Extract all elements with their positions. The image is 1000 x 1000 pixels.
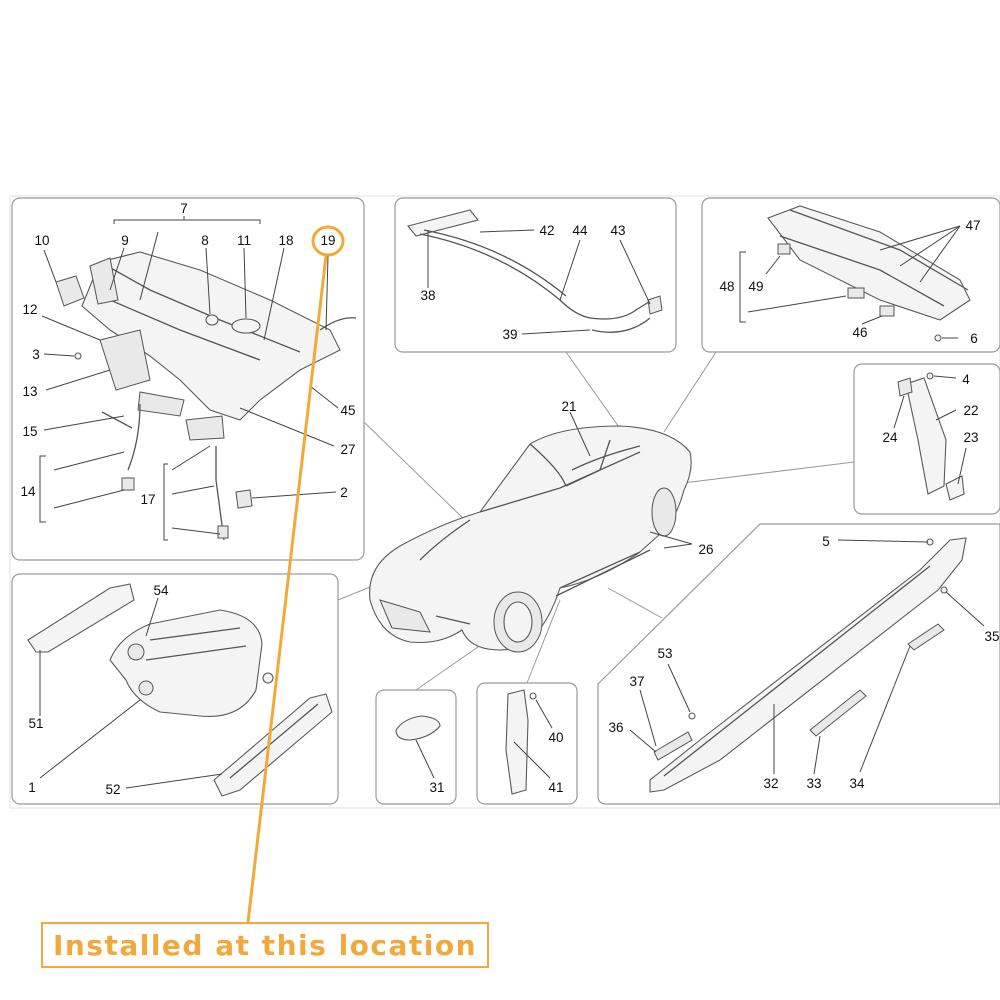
label-13: 13 xyxy=(22,384,37,399)
car-illustration xyxy=(369,425,692,653)
label-32: 32 xyxy=(763,776,778,791)
label-46: 46 xyxy=(852,325,867,340)
highlight-callout xyxy=(246,225,345,923)
label-33: 33 xyxy=(806,776,821,791)
label-44: 44 xyxy=(572,223,588,238)
label-14: 14 xyxy=(20,484,36,499)
panel-roof-seal xyxy=(394,197,677,353)
label-27: 27 xyxy=(340,442,355,457)
label-53: 53 xyxy=(657,646,672,661)
badge-parts xyxy=(395,715,441,741)
highlight-circle xyxy=(311,225,345,257)
label-36: 36 xyxy=(608,720,623,735)
label-1: 1 xyxy=(28,780,36,795)
label-39: 39 xyxy=(502,327,517,342)
label-41: 41 xyxy=(548,780,563,795)
roof-seal-parts xyxy=(407,209,663,333)
label-26: 26 xyxy=(698,542,713,557)
label-37: 37 xyxy=(629,674,644,689)
rear-spoiler-parts xyxy=(767,205,971,342)
label-18: 18 xyxy=(278,233,293,248)
label-31: 31 xyxy=(429,780,444,795)
label-9: 9 xyxy=(121,233,129,248)
label-38: 38 xyxy=(420,288,435,303)
label-54: 54 xyxy=(153,583,169,598)
highlight-caption-text: Installed at this location xyxy=(52,928,478,962)
label-34: 34 xyxy=(849,776,865,791)
label-49: 49 xyxy=(748,279,763,294)
label-10: 10 xyxy=(34,233,49,248)
label-24: 24 xyxy=(882,430,898,445)
side-skirt-parts xyxy=(649,537,967,793)
label-15: 15 xyxy=(22,424,37,439)
diagram-frame xyxy=(9,195,1000,809)
label-2: 2 xyxy=(340,485,348,500)
label-22: 22 xyxy=(963,403,978,418)
label-23: 23 xyxy=(963,430,978,445)
label-43: 43 xyxy=(610,223,625,238)
highlight-caption: Installed at this location xyxy=(41,922,489,968)
label-48: 48 xyxy=(719,279,734,294)
label-21: 21 xyxy=(561,399,576,414)
label-11: 11 xyxy=(237,233,251,248)
pillar-trim-parts xyxy=(897,372,965,501)
highlight-pointer-line xyxy=(246,255,328,923)
label-35: 35 xyxy=(984,629,999,644)
label-12: 12 xyxy=(22,302,37,317)
part-labels: 7 10 9 8 11 18 19 12 3 13 15 14 17 2 45 … xyxy=(20,201,999,797)
label-17: 17 xyxy=(140,492,155,507)
label-5: 5 xyxy=(822,534,830,549)
label-19: 19 xyxy=(320,233,335,248)
label-45: 45 xyxy=(340,403,355,418)
label-4: 4 xyxy=(962,372,970,387)
label-8: 8 xyxy=(201,233,209,248)
label-7: 7 xyxy=(180,201,188,216)
label-6: 6 xyxy=(970,331,978,346)
engine-cover-parts xyxy=(27,583,333,797)
panel-connectors xyxy=(337,351,855,691)
label-47: 47 xyxy=(965,218,980,233)
label-51: 51 xyxy=(28,716,43,731)
label-42: 42 xyxy=(539,223,554,238)
leader-lines xyxy=(39,216,985,789)
b-pillar-parts xyxy=(505,689,537,795)
cowl-parts xyxy=(55,251,357,541)
label-52: 52 xyxy=(105,782,120,797)
label-40: 40 xyxy=(548,730,563,745)
label-3: 3 xyxy=(32,347,40,362)
